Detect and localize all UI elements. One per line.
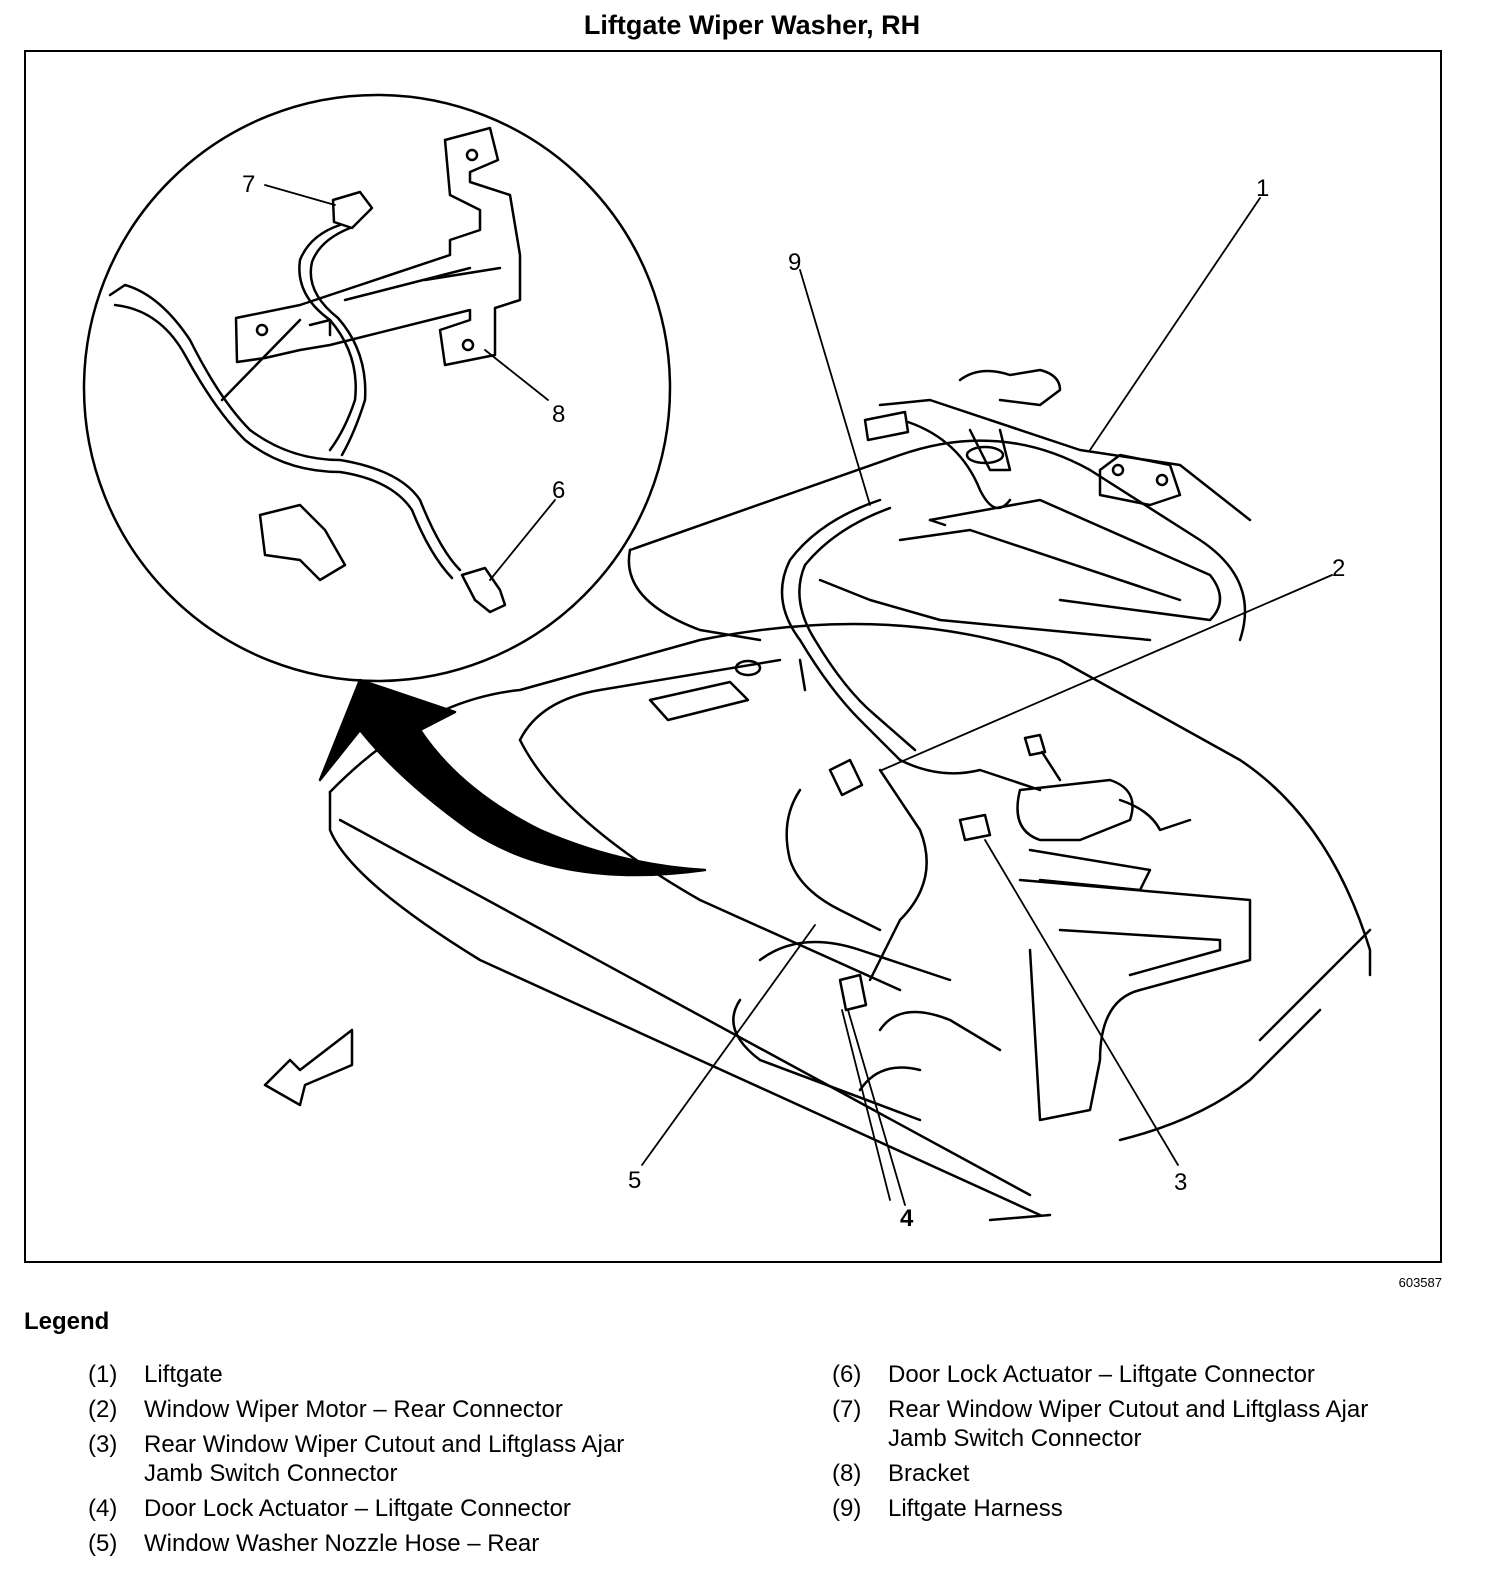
callout-leaders — [264, 184, 1333, 1206]
legend-item: (3) Rear Window Wiper Cutout and Liftgla… — [88, 1430, 688, 1488]
legend-text: Window Washer Nozzle Hose – Rear — [144, 1530, 540, 1557]
legend-text: Liftgate Harness — [888, 1495, 1063, 1522]
legend-item: (5) Window Washer Nozzle Hose – Rear — [88, 1529, 728, 1558]
legend-item: (9) Liftgate Harness — [832, 1494, 1452, 1523]
legend-number: (2) — [88, 1396, 118, 1423]
legend-text: Bracket — [888, 1460, 970, 1487]
legend-column-left: (1) Liftgate (2) Window Wiper Motor – Re… — [88, 1360, 728, 1564]
callout-3: 3 — [1174, 1169, 1187, 1196]
legend-text: Door Lock Actuator – Liftgate Connector — [888, 1361, 1315, 1388]
callout-2: 2 — [1332, 555, 1345, 582]
legend-number: (3) — [88, 1431, 118, 1458]
legend-item: (2) Window Wiper Motor – Rear Connector — [88, 1395, 728, 1424]
callout-4: 4 — [900, 1205, 914, 1232]
legend-number: (4) — [88, 1495, 118, 1522]
legend-number: (1) — [88, 1361, 118, 1388]
legend-item: (4) Door Lock Actuator – Liftgate Connec… — [88, 1494, 728, 1523]
legend-number: (8) — [832, 1460, 862, 1487]
legend-number: (9) — [832, 1495, 862, 1522]
legend-text: Rear Window Wiper Cutout and Liftglass A… — [144, 1431, 625, 1487]
legend-column-right: (6) Door Lock Actuator – Liftgate Connec… — [832, 1360, 1452, 1529]
legend-number: (7) — [832, 1396, 862, 1423]
orientation-arrow — [263, 1028, 354, 1107]
legend-item: (8) Bracket — [832, 1459, 1452, 1488]
legend-text: Rear Window Wiper Cutout and Liftglass A… — [888, 1396, 1369, 1452]
callout-8: 8 — [552, 401, 565, 428]
legend-text: Liftgate — [144, 1361, 223, 1388]
detail-pointer-arrow — [318, 678, 707, 877]
legend-item: (6) Door Lock Actuator – Liftgate Connec… — [832, 1360, 1452, 1389]
legend-heading: Legend — [24, 1308, 110, 1335]
diagram-frame — [24, 50, 1442, 1263]
liftgate-panel-drawing — [328, 368, 1372, 1222]
callout-6: 6 — [552, 477, 565, 504]
detail-inset-drawing — [82, 93, 672, 683]
legend-number: (6) — [832, 1361, 862, 1388]
callout-7: 7 — [242, 171, 255, 198]
legend-text: Door Lock Actuator – Liftgate Connector — [144, 1495, 571, 1522]
callout-1: 1 — [1256, 175, 1269, 202]
diagram-title: Liftgate Wiper Washer, RH — [583, 10, 921, 40]
legend-item: (1) Liftgate — [88, 1360, 728, 1389]
liftgate-illustration: 1 2 3 4 5 6 7 8 9 — [82, 93, 1372, 1232]
figure-id: 603587 — [1398, 1275, 1442, 1290]
legend-number: (5) — [88, 1530, 118, 1557]
legend-text: Window Wiper Motor – Rear Connector — [144, 1396, 563, 1423]
legend-item: (7) Rear Window Wiper Cutout and Liftgla… — [832, 1395, 1412, 1453]
callout-9: 9 — [788, 249, 801, 276]
callout-5: 5 — [628, 1167, 641, 1194]
